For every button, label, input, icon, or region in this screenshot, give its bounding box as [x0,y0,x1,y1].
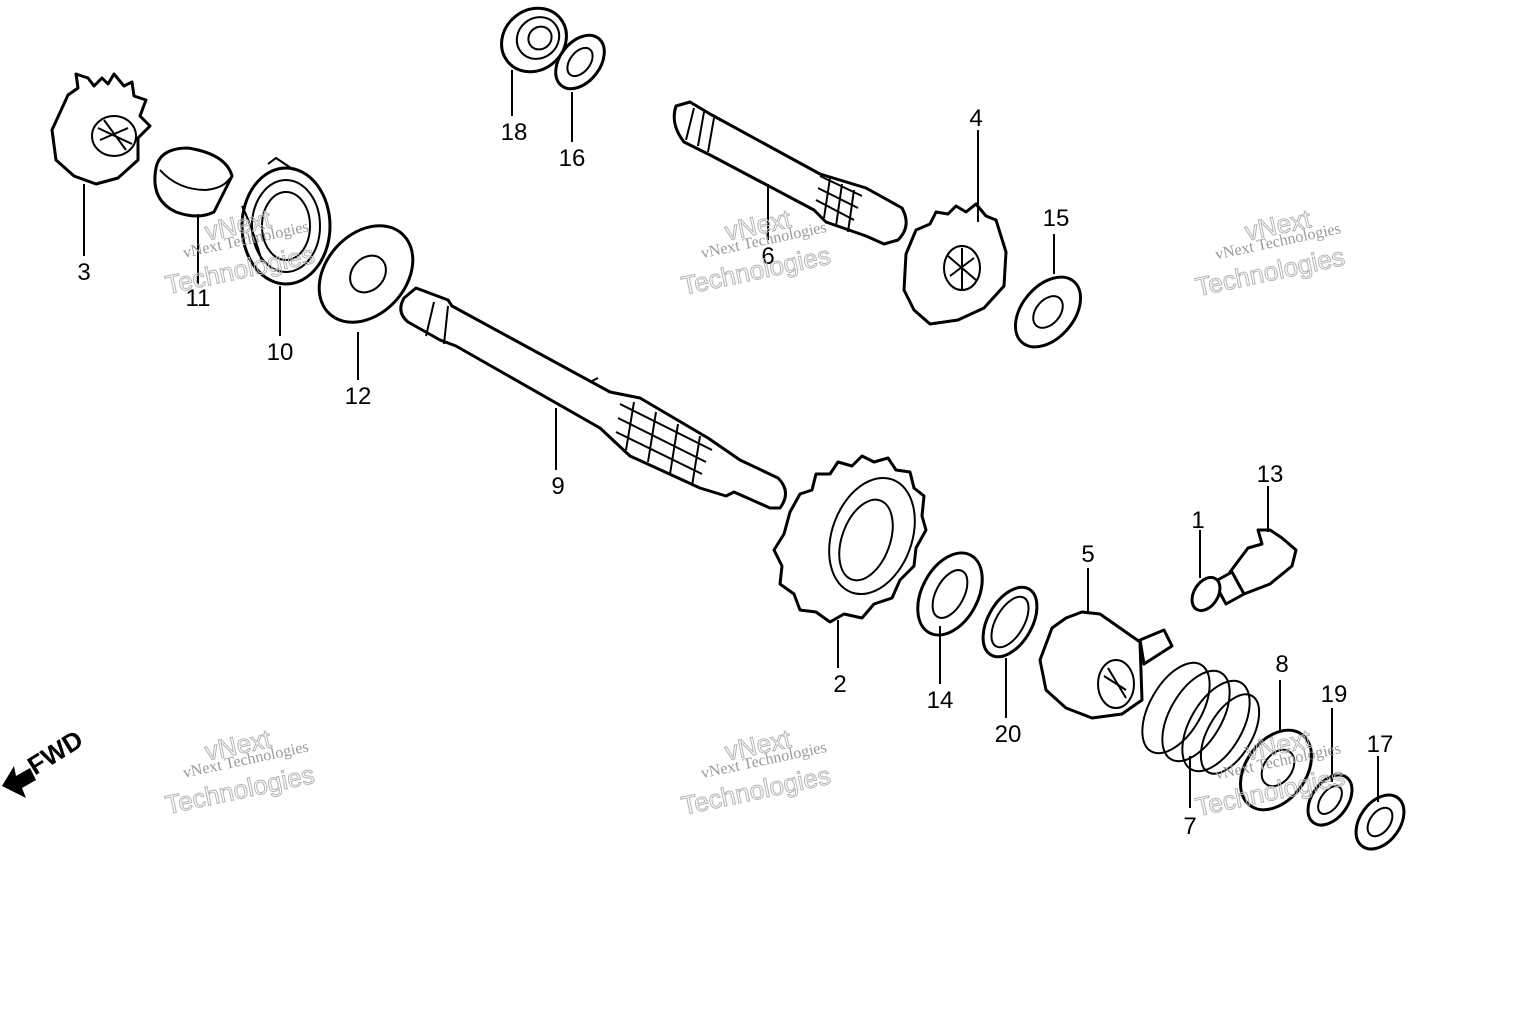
part-18-bearing [500,6,568,74]
callout-11: 11 [186,285,211,312]
part-1-washer [1190,575,1222,613]
forward-direction-indicator: FWD [2,724,88,798]
callout-9: 9 [551,473,564,500]
callout-7: 7 [1183,813,1196,840]
part-12-thrust-washer [317,224,415,324]
part-17-washer [1354,793,1406,851]
watermark: vNext vNext Technologies Technologies [678,723,834,822]
part-15-washer [1013,275,1083,349]
callout-10: 10 [267,339,294,366]
callout-6: 6 [761,243,774,270]
callout-8: 8 [1275,651,1288,678]
part-2-kick-starter-gear [772,454,928,624]
part-19-circlip [1306,773,1354,827]
part-5-ratchet [1038,610,1174,720]
callout-3: 3 [77,259,90,286]
callout-15: 15 [1043,205,1070,232]
callout-13: 13 [1257,461,1284,488]
callout-19: 19 [1321,681,1348,708]
leader-lines [83,70,1379,808]
callout-5: 5 [1081,541,1094,568]
watermark: vNext vNext Technologies Technologies [1192,203,1348,303]
callout-4: 4 [969,105,982,132]
callout-17: 17 [1367,731,1394,758]
forward-arrow-icon [2,766,36,798]
callout-labels: 3 11 10 12 9 18 16 6 4 15 2 14 20 5 7 8 … [77,105,1393,840]
part-4-idle-gear [902,202,1008,326]
callout-20: 20 [995,721,1022,748]
callout-16: 16 [559,145,586,172]
part-10-kick-spring [240,156,332,286]
callout-14: 14 [927,687,954,714]
part-8-spring-seat [1239,728,1313,812]
callout-12: 12 [345,383,372,410]
part-6-idle-shaft [672,100,908,246]
part-16-washer [554,33,606,91]
part-11-collar [153,146,234,218]
callout-18: 18 [501,119,528,146]
forward-label: FWD [22,724,88,781]
watermark: vNext vNext Technologies Technologies [162,723,318,821]
watermark: vNext vNext Technologies Technologies [678,203,834,302]
callout-1: 1 [1191,507,1204,534]
part-14-washer [916,551,984,637]
part-13-bolt [1212,528,1298,606]
part-20-circlip [981,585,1039,659]
callout-2: 2 [833,671,846,698]
part-9-kick-starter-spindle [399,286,787,510]
part-3-pinion-gear [50,72,152,186]
